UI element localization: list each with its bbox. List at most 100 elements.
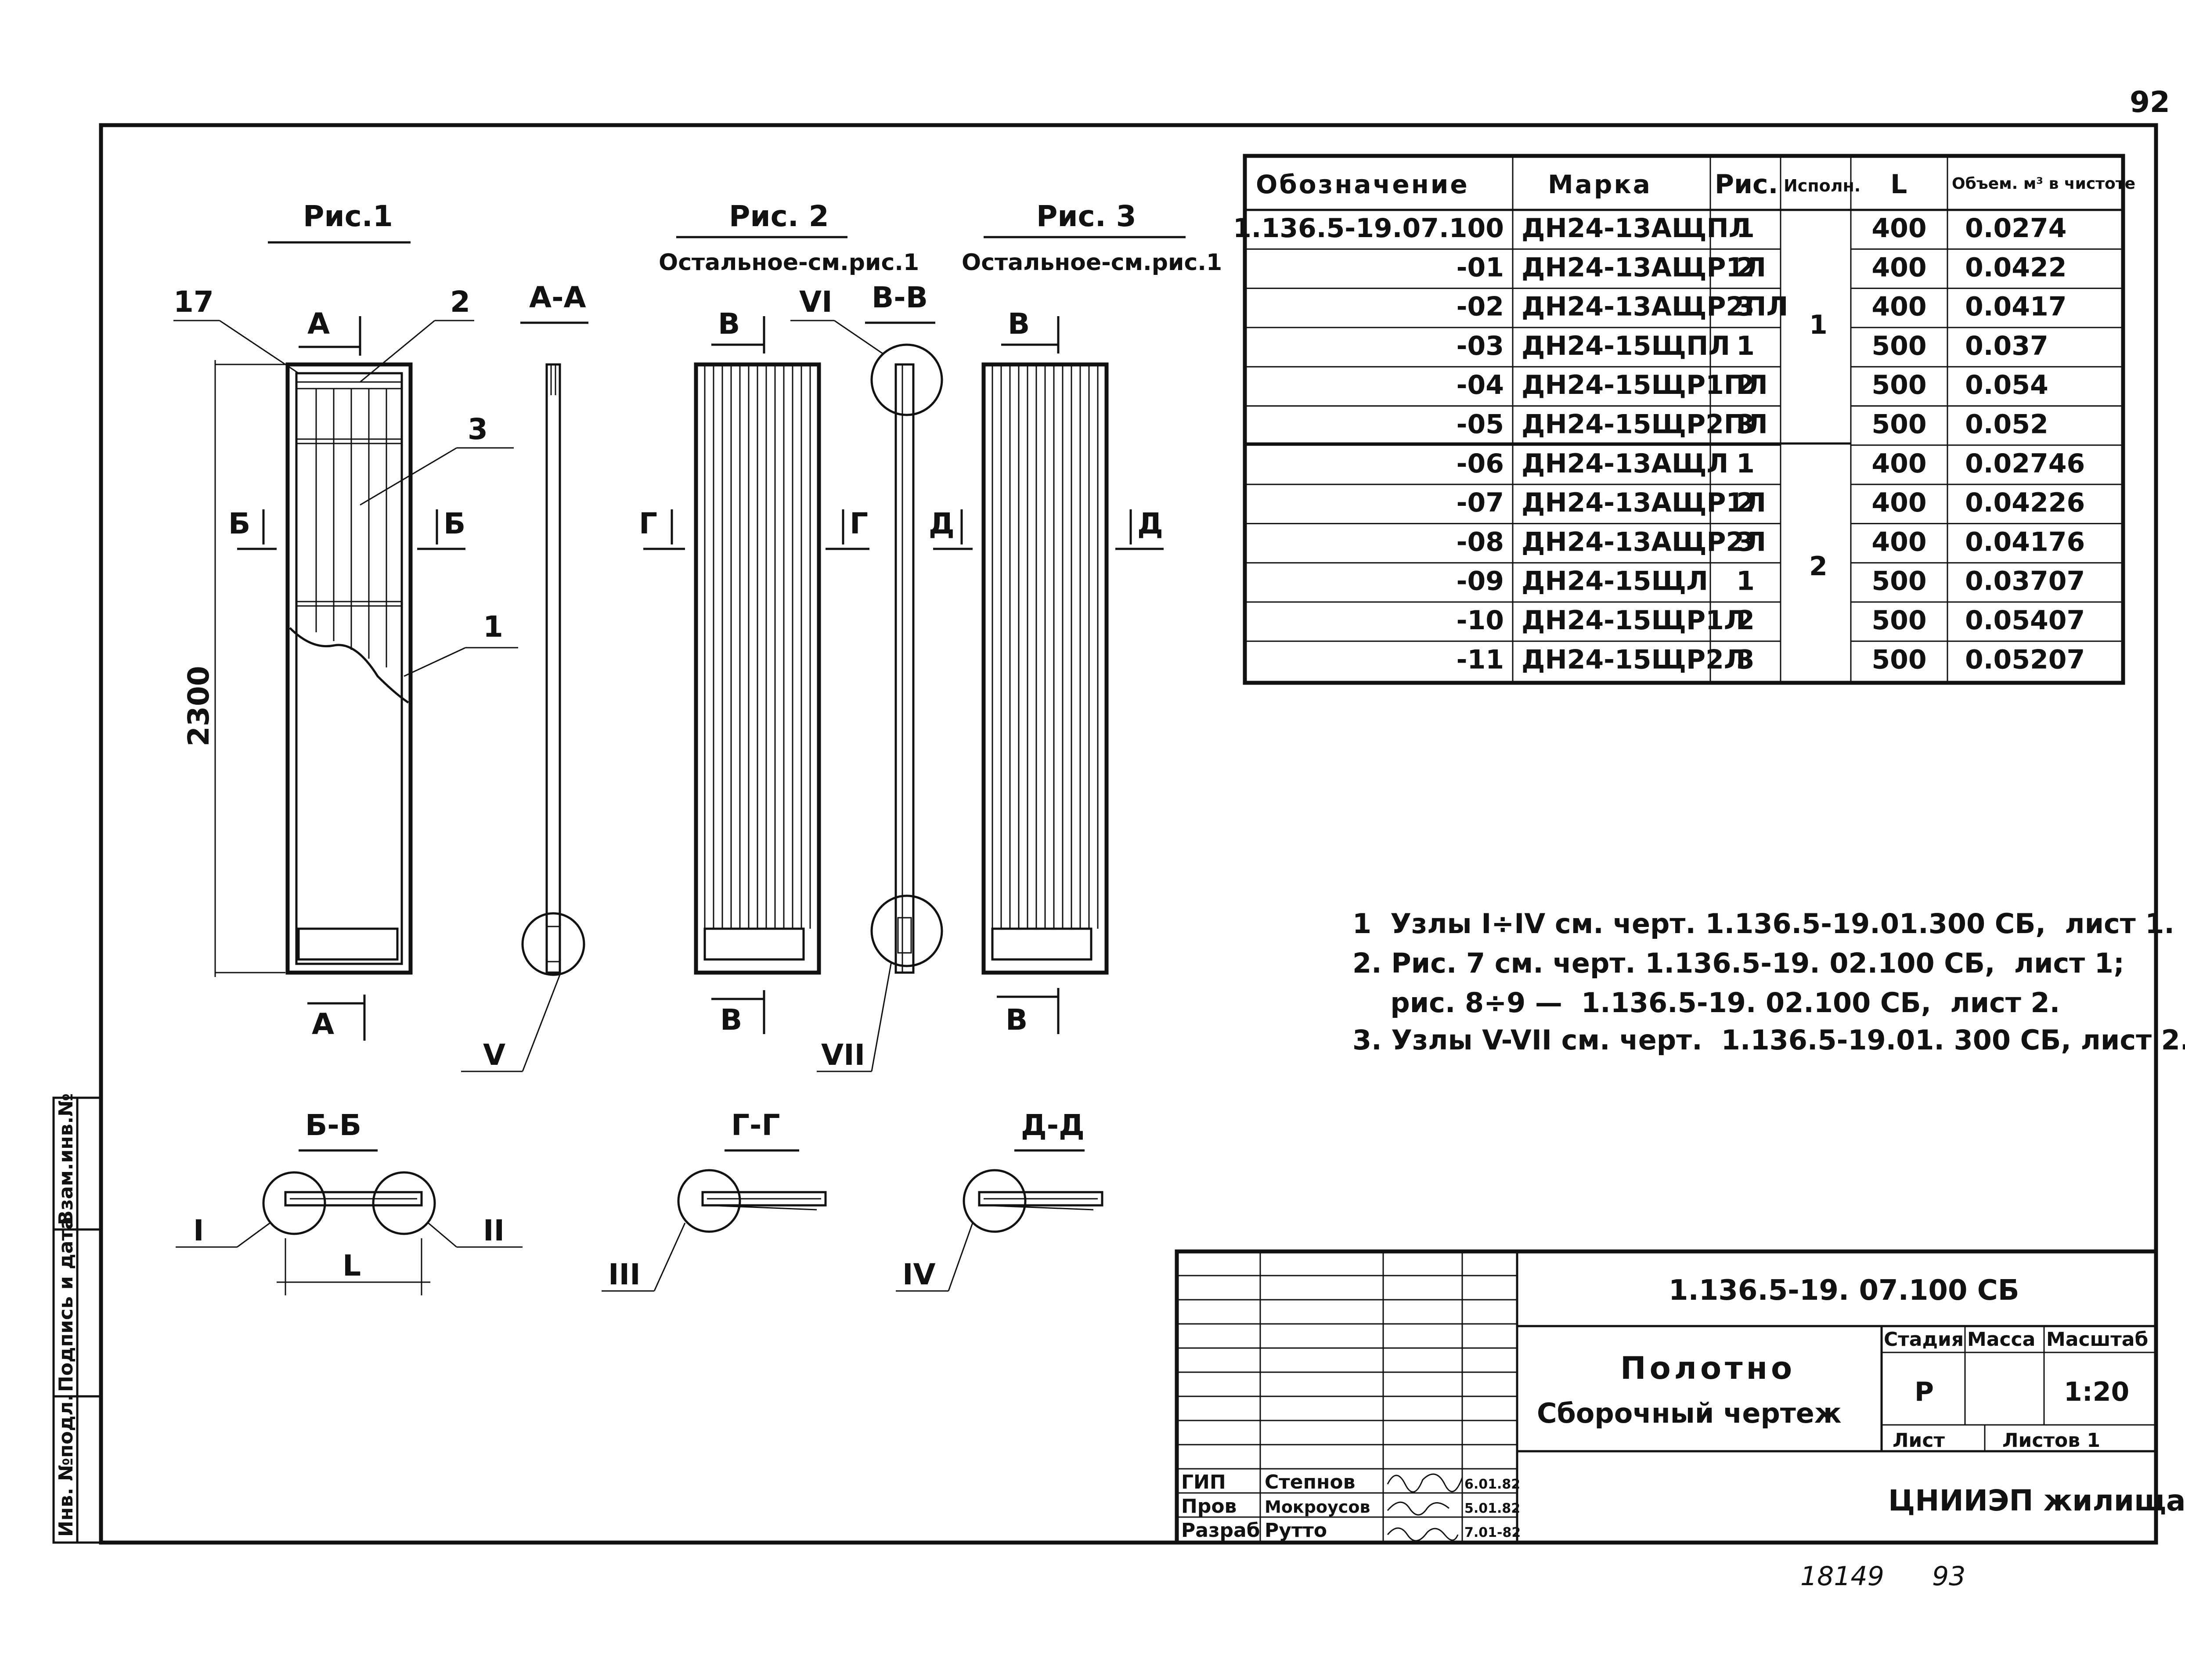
doc-name-1: Полотно [1620,1350,1796,1386]
callout-17: 17 [173,285,214,319]
section-bb-title: Б-Б [305,1108,361,1142]
sheets-label: Листов 1 [2002,1429,2100,1452]
organization: ЦНИИЭП жилища [1888,1484,2185,1518]
side-stamp: Инв. №подл. Подпись и дата Взам.инв.№ [52,1093,102,1544]
spec-cell-mark: ДН24-13АЩР2ПЛ [1522,292,1788,322]
spec-cell-L: 500 [1871,605,1926,636]
spec-cell-fig: 2 [1736,487,1755,518]
node-i-label: I [193,1214,204,1247]
hdr-L: L [1890,169,1907,200]
node-v-label: V [483,1038,505,1072]
fig2-cut-g-left: Г [639,507,657,541]
role-gip: ГИП [1181,1471,1226,1493]
spec-cell-designation: 1.136.5-19.07.100 [1233,213,1504,244]
node-ii-label: II [483,1214,505,1247]
callout-3: 3 [468,412,488,446]
note-2: 2. Рис. 7 см. черт. 1.136.5-19. 02.100 С… [1352,947,2124,979]
callout-2: 2 [450,285,470,319]
spec-cell-volume: 0.0417 [1965,292,2067,322]
section-bb: Б-Б I II L [176,1108,523,1295]
title-block: 1.136.5-19. 07.100 СБ Полотно Сборочный … [1175,1249,2185,1545]
spec-cell-L: 500 [1871,370,1926,400]
version-1: 1 [1809,310,1828,340]
section-aa: А-А V [461,281,588,1072]
spec-cell-designation: -10 [1457,605,1504,636]
spec-cell-fig: 2 [1736,252,1755,283]
fig2-subtitle: Остальное-см.рис.1 [659,249,919,276]
spec-cell-designation: -05 [1457,409,1504,440]
spec-cell-mark: ДН24-15ЩПЛ [1522,331,1730,361]
spec-cell-L: 400 [1871,487,1926,518]
spec-cell-volume: 0.04226 [1965,487,2085,518]
hdr-mark: Марка [1548,169,1652,199]
stamp-inv-vzam: Взам.инв.№ [55,1093,77,1225]
sheet-frame [99,123,2158,1545]
spec-cell-L: 500 [1871,409,1926,440]
spec-cell-designation: -11 [1457,644,1504,675]
date-gip: 6.01.82 [1464,1477,1520,1492]
fig3-cut-d-right: Д [1137,507,1163,541]
signature-razrab [1387,1527,1459,1542]
spec-cell-fig: 3 [1736,409,1755,440]
sheet-label: Лист [1893,1429,1945,1452]
name-prov: Мокроусов [1265,1497,1370,1517]
spec-cell-volume: 0.04176 [1965,526,2085,557]
spec-cell-mark: ДН24-13АЩЛ [1522,448,1728,479]
date-razrab: 7.01-82 [1464,1525,1521,1540]
spec-cell-L: 400 [1871,448,1926,479]
note-1: 1 Узлы I÷IV см. черт. 1.136.5-19.01.300 … [1352,908,2174,940]
bottom-number-right: 93 [1932,1561,1965,1592]
spec-cell-fig: 3 [1736,644,1755,675]
version-2: 2 [1809,551,1828,582]
spec-cell-volume: 0.03707 [1965,566,2085,597]
spec-cell-mark: ДН24-13АЩР1Л [1522,487,1766,518]
stamp-inv-orig: Инв. №подл. [55,1394,77,1537]
fig1-title: Рис.1 [303,199,393,233]
spec-cell-designation: -06 [1457,448,1504,479]
name-razrab: Рутто [1265,1519,1327,1542]
spec-cell-volume: 0.0274 [1965,213,2067,244]
fig3-title: Рис. 3 [1036,199,1136,233]
spec-cell-fig: 1 [1736,213,1755,244]
spec-cell-mark: ДН24-15ЩЛ [1522,566,1708,597]
node-iii-label: III [608,1258,641,1291]
spec-cell-volume: 0.05407 [1965,605,2085,636]
doc-name-2: Сборочный чертеж [1537,1397,1842,1429]
callout-1: 1 [483,610,503,644]
spec-cell-L: 500 [1871,644,1926,675]
spec-cell-fig: 3 [1736,292,1755,322]
scale-value: 1:20 [2064,1377,2129,1407]
role-prov: Пров [1181,1495,1237,1518]
spec-cell-designation: -09 [1457,566,1504,597]
fig2-title: Рис. 2 [729,199,829,233]
stage-label: Стадия [1884,1328,1964,1351]
hdr-designation: Обозначение [1256,169,1469,199]
spec-cell-designation: -08 [1457,526,1504,557]
spec-cell-designation: -01 [1457,252,1504,283]
spec-cell-volume: 0.052 [1965,409,2048,440]
fig3-subtitle: Остальное-см.рис.1 [962,249,1222,276]
section-vv: В-В VI VII [790,281,943,1072]
spec-cell-L: 400 [1871,252,1926,283]
spec-cell-L: 400 [1871,526,1926,557]
scale-label: Масштаб [2046,1328,2148,1351]
figure-3: Рис. 3 Остальное-см.рис.1 В В Д Д [929,199,1222,1037]
cut-b-left: Б [228,507,250,541]
spec-cell-volume: 0.037 [1965,331,2048,361]
spec-cell-L: 400 [1871,292,1926,322]
dim-l-label: L [343,1249,361,1283]
spec-cell-fig: 1 [1736,566,1755,597]
section-gg-title: Г-Г [731,1108,780,1142]
signature-gip [1387,1473,1463,1493]
node-iv-label: IV [902,1258,936,1291]
spec-cell-mark: ДН24-15ЩР2Л [1522,644,1746,675]
spec-cell-volume: 0.02746 [1965,448,2085,479]
spec-cell-fig: 2 [1736,605,1755,636]
spec-cell-designation: -07 [1457,487,1504,518]
spec-cell-mark: ДН24-13АЩПЛ [1522,213,1751,244]
spec-cell-volume: 0.054 [1965,370,2048,400]
spec-cell-fig: 1 [1736,448,1755,479]
hdr-volume: Объем. м³ в чистоте [1952,175,2135,193]
section-dd: Д-Д IV [896,1108,1103,1292]
